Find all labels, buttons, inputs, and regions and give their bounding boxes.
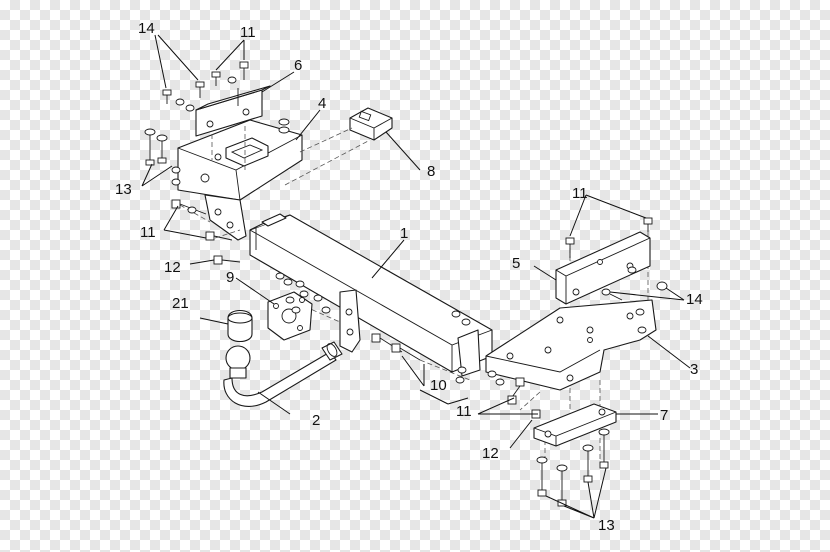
callout-7: 7 [660, 407, 668, 424]
callout-4: 4 [318, 95, 326, 112]
part-9-socket-plate [267, 291, 313, 341]
callout-14-left: 14 [138, 20, 155, 37]
assembly-guide-lines [179, 110, 649, 460]
callout-11-top-left: 11 [240, 24, 256, 41]
part-6-angle-bracket [195, 85, 271, 137]
callout-13-left: 13 [115, 181, 132, 198]
part-4-left-bracket [177, 119, 303, 241]
callout-13-bottom: 13 [598, 517, 615, 534]
fasteners [144, 61, 668, 507]
callout-3: 3 [690, 361, 698, 378]
callout-2: 2 [312, 412, 320, 429]
callout-14-right: 14 [686, 291, 703, 308]
part-8-plate [349, 107, 393, 141]
callout-10: 10 [430, 377, 447, 394]
part-2-tow-ball [223, 341, 343, 407]
callout-5: 5 [512, 255, 520, 272]
part-7-lower-plate [533, 403, 617, 447]
callout-8: 8 [427, 163, 435, 180]
part-3-right-bracket [485, 299, 657, 391]
callout-12-bottom: 12 [482, 445, 499, 462]
callout-1: 1 [400, 225, 408, 242]
part-21-ball-cover [227, 309, 253, 343]
callout-11-bottom: 11 [456, 403, 472, 420]
callout-11-top-right: 11 [572, 185, 588, 202]
part-1-cross-tube [249, 213, 493, 377]
leader-lines [141, 34, 691, 519]
part-5-right-angle-bracket [555, 231, 651, 305]
callout-21: 21 [172, 295, 189, 312]
callout-9: 9 [226, 269, 234, 286]
callout-11-mid-left: 11 [140, 224, 156, 241]
callout-6: 6 [294, 57, 302, 74]
callout-12-left: 12 [164, 259, 181, 276]
callout-labels: 14 11 6 4 8 13 11 12 9 21 2 1 10 11 12 1… [115, 20, 703, 534]
